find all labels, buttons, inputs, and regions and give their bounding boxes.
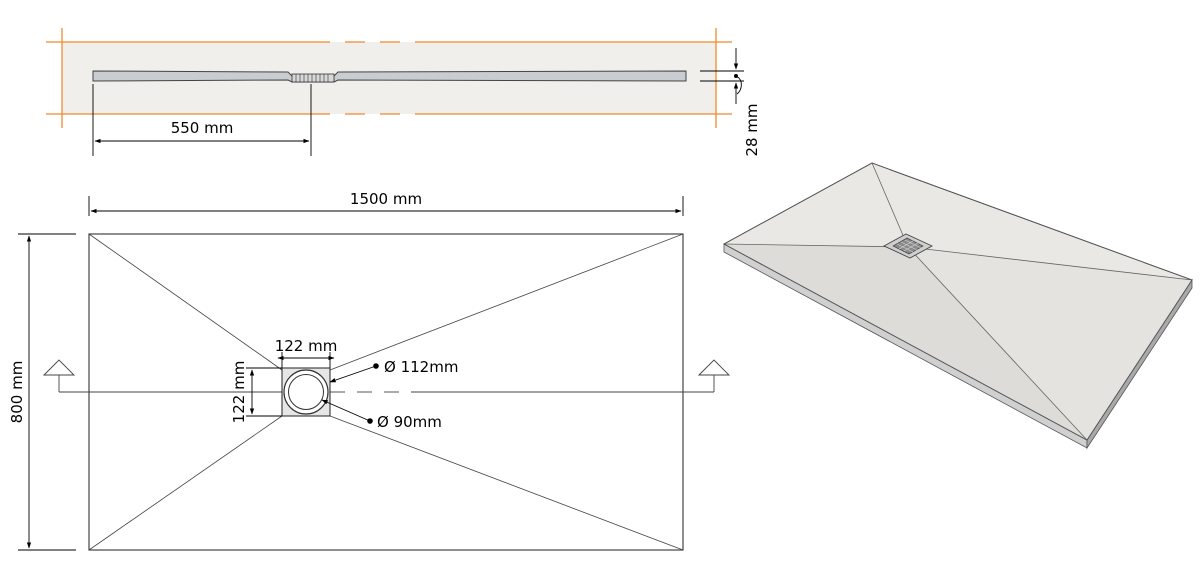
plan-view: 1500 mm 800 mm — [8, 190, 731, 551]
section-marker-right — [330, 359, 731, 393]
dim-28-label: 28 mm — [743, 103, 761, 156]
section-top-line — [46, 28, 732, 128]
dim-1500-label: 1500 mm — [350, 190, 422, 208]
drain-inner-circle — [288, 374, 324, 410]
dim-800-label: 800 mm — [8, 361, 26, 424]
iso-drain-grate — [892, 237, 924, 255]
drain-profile — [291, 73, 335, 83]
isometric-view — [723, 162, 1193, 450]
dim-inner-diameter-label: Ø 90mm — [377, 413, 442, 431]
iso-facet-right — [908, 247, 1192, 440]
dim-550-label: 550 mm — [171, 119, 234, 137]
slope-lines — [88, 233, 684, 551]
iso-drain-grate-lines — [896, 239, 922, 253]
dim-outer-diameter-label: Ø 112mm — [384, 358, 458, 376]
dim-122-v-label: 122 mm — [230, 361, 248, 424]
iso-slope-lines — [723, 162, 1193, 441]
tray-profile — [92, 70, 687, 83]
drain-grill — [295, 74, 329, 82]
dim-122-h-label: 122 mm — [275, 337, 338, 355]
section-marker-left — [42, 359, 282, 393]
side-section-view: 550 mm 28 mm — [46, 28, 761, 157]
